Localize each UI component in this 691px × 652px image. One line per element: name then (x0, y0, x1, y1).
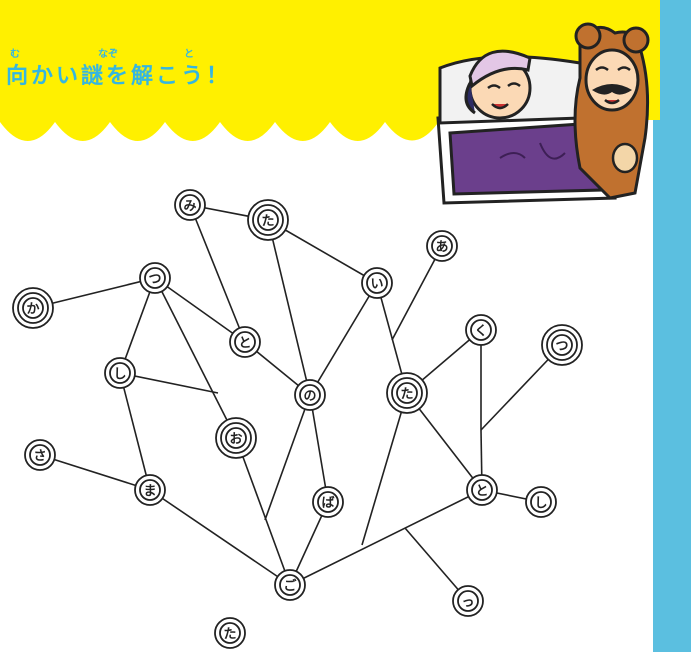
edge-n-no-n-ba (309, 394, 329, 503)
node-ring (219, 622, 241, 644)
ruby-mu: む (10, 49, 20, 60)
node-tsu[interactable]: つ (139, 262, 171, 294)
node-char: た (261, 214, 274, 229)
edge-branch-7 (404, 527, 469, 602)
node-char: の (303, 389, 316, 404)
node-o[interactable]: お (215, 417, 257, 459)
node-char: ま (143, 484, 156, 499)
node-ta-mid[interactable]: た (386, 372, 428, 414)
node-ring (29, 444, 51, 466)
node-ring (17, 292, 49, 324)
node-char: た (400, 387, 413, 402)
node-char: あ (435, 240, 448, 255)
node-char: っ (461, 595, 474, 610)
word-graph-puzzle: みたあかついとくつしのたおさまばとしごった (12, 189, 583, 649)
edge-n-i-n-no (309, 282, 378, 396)
node-ring (546, 329, 578, 361)
edge-branch-3 (361, 392, 408, 546)
node-to-upper[interactable]: と (229, 326, 261, 358)
node-mi[interactable]: み (174, 189, 206, 221)
node-ring (252, 204, 284, 236)
node-char: お (229, 432, 242, 447)
node-shi-left[interactable]: し (104, 357, 136, 389)
node-ta-bottom[interactable]: た (214, 617, 246, 649)
node-char: し (113, 367, 126, 382)
node-ba[interactable]: ば (312, 486, 344, 518)
node-char: ば (321, 496, 334, 511)
node-ring (225, 427, 247, 449)
node-char: か (26, 302, 39, 317)
edge-n-to-lower-n-go (289, 489, 483, 586)
node-ring (470, 319, 492, 341)
node-char: く (474, 324, 487, 339)
edge-branch-2 (264, 394, 311, 521)
node-ta-top[interactable]: た (247, 199, 289, 241)
node-char: い (370, 277, 383, 292)
node-ring (279, 574, 301, 596)
node-tsu-right[interactable]: つ (541, 324, 583, 366)
node-ring (179, 194, 201, 216)
edge-n-ma-n-go (149, 489, 291, 586)
node-ring (144, 267, 166, 289)
node-char: み (183, 199, 196, 214)
edge-n-mi-n-to-upper (189, 204, 246, 343)
node-ring (431, 235, 453, 257)
node-ring (22, 297, 44, 319)
node-go[interactable]: ご (274, 569, 306, 601)
ruby-to: と (184, 49, 194, 60)
node-char: ご (283, 578, 297, 594)
node-char: と (475, 484, 488, 499)
edge-n-o-n-go (235, 437, 291, 586)
node-ring (391, 377, 423, 409)
edge-n-ta-top-n-i (267, 219, 378, 284)
node-sa[interactable]: さ (24, 439, 56, 471)
node-char: し (534, 496, 547, 511)
title-text: 向かい謎を解こう！ (6, 64, 232, 89)
edge-n-ka-n-tsu (32, 277, 156, 309)
ruby-nazo: なぞ (98, 49, 118, 60)
edge-n-tsu-n-to-upper (154, 277, 246, 343)
node-char: つ (148, 272, 161, 287)
edge-branch-1 (391, 245, 443, 341)
page-title: む なぞ と 向かい謎を解こう！ (6, 49, 232, 90)
edge-n-sa-n-ma (39, 454, 151, 491)
node-ring (220, 422, 252, 454)
sleeping-characters-illustration (436, 22, 650, 205)
node-ring (234, 331, 256, 353)
node-ring (109, 362, 131, 384)
node-char: と (238, 336, 251, 351)
node-ring (299, 384, 321, 406)
node-char: つ (555, 339, 568, 354)
edge-n-tsu-n-shi-left (119, 277, 156, 374)
node-ring (139, 479, 161, 501)
node-i[interactable]: い (361, 267, 393, 299)
edge-branch-0 (119, 372, 219, 394)
node-ring (530, 491, 552, 513)
node-shi-right[interactable]: し (525, 486, 557, 518)
node-char: た (223, 627, 236, 642)
node-ring (457, 590, 479, 612)
node-no[interactable]: の (294, 379, 326, 411)
edge-n-tsu-n-o (154, 277, 237, 439)
node-to-lower[interactable]: と (466, 474, 498, 506)
node-ring (257, 209, 279, 231)
node-ka[interactable]: か (12, 287, 54, 329)
node-ring (396, 382, 418, 404)
graph-nodes: みたあかついとくつしのたおさまばとしごった (12, 189, 583, 649)
node-ring (471, 479, 493, 501)
node-char: さ (33, 449, 46, 464)
node-ring (366, 272, 388, 294)
node-small-tsu[interactable]: っ (452, 585, 484, 617)
graph-edges (32, 204, 563, 602)
node-ku[interactable]: く (465, 314, 497, 346)
edge-n-ta-top-n-no (267, 219, 311, 396)
node-ring (317, 491, 339, 513)
node-a[interactable]: あ (426, 230, 458, 262)
node-ring (551, 334, 573, 356)
node-ma[interactable]: ま (134, 474, 166, 506)
edge-n-shi-left-n-ma (119, 372, 151, 491)
